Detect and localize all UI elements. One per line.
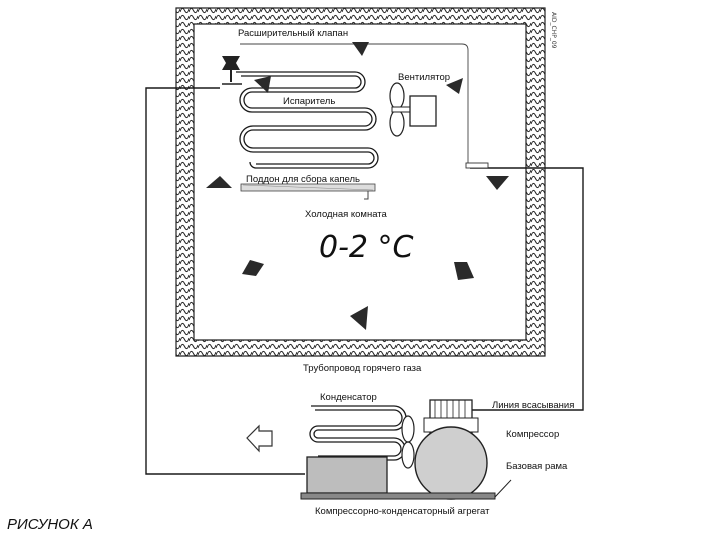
condenser-coil <box>309 409 403 457</box>
figure-code: AID_CHP_09 <box>550 12 557 49</box>
base-frame <box>300 479 512 500</box>
label-condenser: Конденсатор <box>320 392 377 403</box>
label-hot-gas-pipe: Трубопровод горячего газа <box>303 363 422 374</box>
suction-line <box>464 167 584 411</box>
label-expansion-valve: Расширительный клапан <box>238 28 348 39</box>
compressor <box>414 399 488 500</box>
sensing-bulb <box>465 162 489 169</box>
fan-icon <box>389 82 437 137</box>
expansion-valve-icon <box>222 56 242 85</box>
figure-caption: РИСУНОК А <box>7 516 93 533</box>
label-evaporator: Испаритель <box>283 96 335 107</box>
label-temperature: 0-2 °C <box>319 230 414 265</box>
airflow-arrow-icon <box>246 424 273 453</box>
fan-icon <box>401 415 415 469</box>
label-drip-tray: Поддон для сбора капель <box>246 174 360 185</box>
cold-room-walls <box>175 7 546 357</box>
label-base-frame: Базовая рама <box>506 461 568 472</box>
label-cold-room: Холодная комната <box>305 209 388 220</box>
label-suction-line: Линия всасывания <box>492 400 574 411</box>
drip-tray <box>240 183 376 200</box>
evaporator-coil <box>236 71 379 169</box>
label-compressor: Компрессор <box>506 429 559 440</box>
label-condensing-unit: Компрессорно-конденсаторный агрегат <box>315 506 490 517</box>
airflow-arrow-icon <box>206 42 509 330</box>
hot-gas-pipe <box>145 87 305 475</box>
sensing-line <box>240 43 469 166</box>
receiver-tank <box>306 456 388 494</box>
label-fan: Вентилятор <box>398 72 450 83</box>
